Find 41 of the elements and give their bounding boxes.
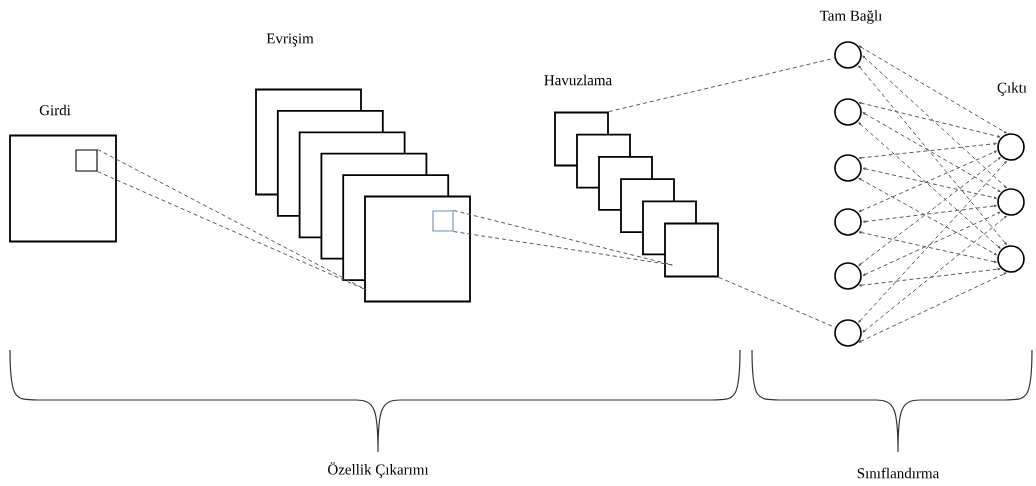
layer-title: Girdi bbox=[39, 104, 71, 116]
dashed-connector bbox=[608, 57, 836, 113]
dashed-connector bbox=[862, 215, 1007, 333]
neuron-circle bbox=[997, 188, 1025, 216]
layer-title: Tam Bağlı bbox=[819, 10, 883, 24]
neuron-circle bbox=[834, 262, 862, 290]
dashed-connector bbox=[858, 177, 997, 256]
dashed-connector bbox=[453, 231, 673, 266]
layer-title: Evrişim bbox=[266, 33, 314, 47]
dashed-connector bbox=[862, 112, 1001, 192]
dashed-connector bbox=[858, 65, 1008, 246]
dashed-connector bbox=[862, 167, 997, 199]
dashed-connector bbox=[858, 160, 1007, 323]
layer-title: Havuzlama bbox=[544, 74, 612, 86]
neuron-circle bbox=[834, 319, 862, 347]
neuron-circle bbox=[997, 245, 1025, 273]
feature-map-square bbox=[364, 195, 471, 303]
dashed-connector bbox=[858, 231, 997, 263]
dashed-connector bbox=[97, 171, 367, 291]
section-label: Özellik Çıkarımı bbox=[328, 462, 429, 478]
dashed-connector bbox=[862, 211, 1001, 276]
dashed-connector bbox=[453, 209, 673, 266]
dashed-connector bbox=[858, 150, 997, 213]
neuron-circle bbox=[834, 98, 862, 126]
dashed-connector bbox=[718, 276, 836, 329]
section-label: Sınıflandırma bbox=[857, 467, 940, 479]
layer-title: Çıktı bbox=[997, 82, 1027, 96]
dashed-connector bbox=[862, 204, 997, 223]
dashed-connector bbox=[862, 55, 1007, 189]
dashed-connector bbox=[858, 157, 1001, 266]
dashed-connector bbox=[858, 45, 1007, 134]
dashed-connector bbox=[858, 142, 997, 160]
dashed-connector bbox=[858, 122, 1001, 249]
dashed-connector bbox=[858, 272, 1007, 343]
filter-window bbox=[75, 149, 98, 172]
filter-window bbox=[432, 210, 454, 232]
dashed-connector bbox=[858, 101, 1001, 138]
feature-map-square bbox=[664, 222, 719, 278]
neuron-circle bbox=[834, 208, 862, 236]
neuron-circle bbox=[834, 154, 862, 182]
dashed-connector bbox=[858, 267, 1001, 287]
